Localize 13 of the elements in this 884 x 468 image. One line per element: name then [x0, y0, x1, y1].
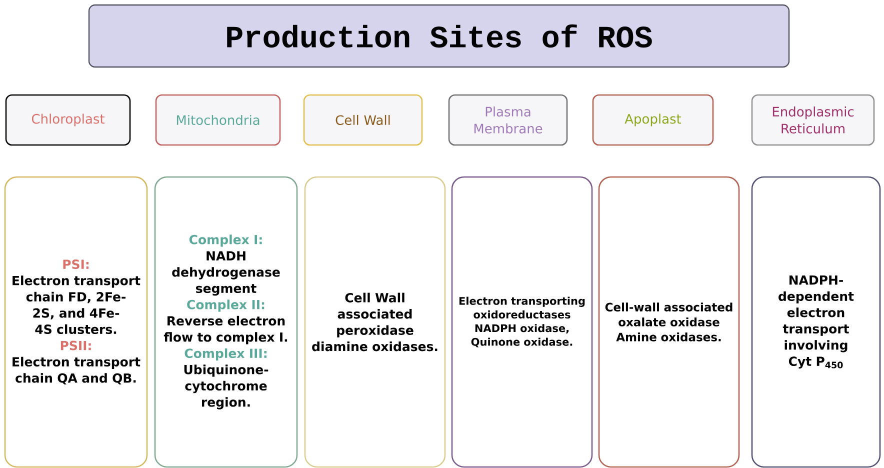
site-label-box: Cell Wall [303, 94, 423, 146]
site-label-box: Mitochondria [155, 94, 281, 146]
description-box: PSI: Electron transport chain FD, 2Fe-2S, and 4Fe-4S clusters. PSII: Electron transport chain QA and QB. [4, 176, 148, 468]
site-label-box: Apoplast [592, 94, 714, 146]
site-label-box: Chloroplast [5, 94, 131, 146]
description-box: Electron transporting oxidoreductases NADPH oxidase, Quinone oxidase. [451, 176, 593, 468]
title-banner: Production Sites of ROS [88, 4, 790, 68]
description-box: NADPH-dependent electron transport involving Cyt P$_{450}$ [751, 176, 881, 468]
site-label-box: Plasma Membrane [448, 94, 568, 146]
description-box: Cell Wall associated peroxidase diamine oxidases. [304, 176, 446, 468]
site-label-box: Endoplasmic Reticulum [751, 94, 875, 146]
description-box: Cell-wall associated oxalate oxidase Amine oxidases. [598, 176, 740, 468]
description-box: Complex I: NADH dehydrogenase segment Complex II: Reverse electron flow to complex I. Complex III: Ubiquinone-cytochrome region. [154, 176, 298, 468]
